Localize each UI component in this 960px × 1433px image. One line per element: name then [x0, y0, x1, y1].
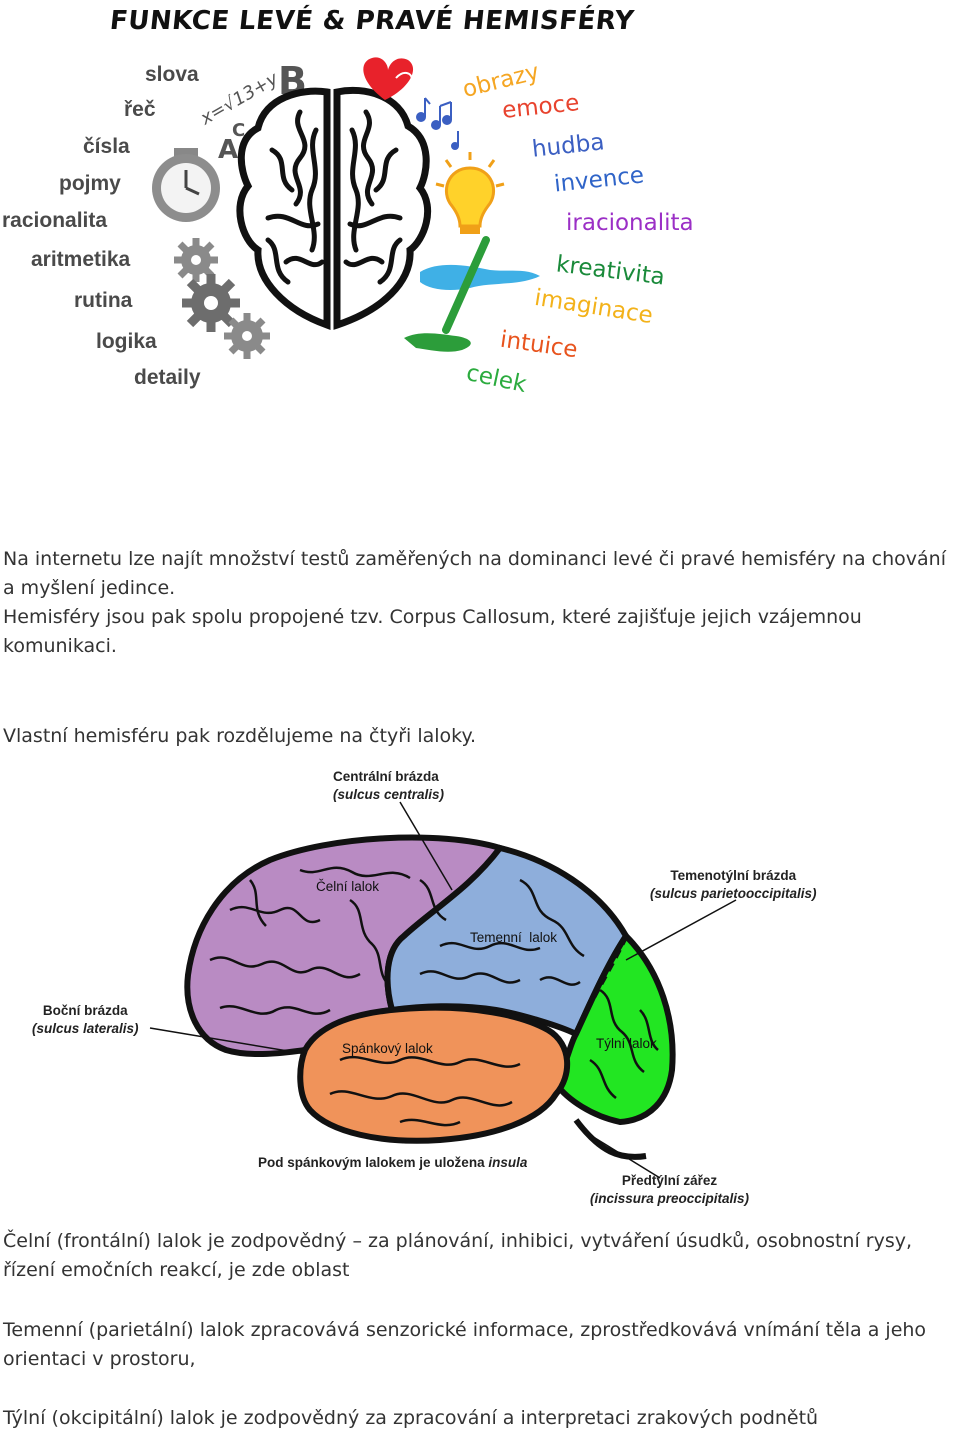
left-word-racionalita: racionalita [2, 209, 108, 232]
label-line: Předtýlní zářez [621, 1173, 718, 1188]
paintbrush-icon [404, 236, 540, 352]
right-word-iracionalita: iracionalita [566, 210, 694, 236]
parietal-lobe-description: Temenní (parietální) lalok zpracovává se… [3, 1316, 958, 1374]
left-word-pojmy: pojmy [59, 172, 121, 195]
left-word-slova: slova [145, 63, 199, 86]
occipital-lobe-description: Týlní (okcipitální) lalok je zodpovědný … [3, 1407, 819, 1429]
preoccipital-notch-label: Předtýlní zářez (incissura preoccipitali… [590, 1172, 749, 1208]
lightbulb-icon [435, 152, 505, 234]
label-latin: (sulcus lateralis) [32, 1021, 139, 1036]
left-word-logika: logika [96, 330, 157, 353]
text-line: Temenní (parietální) lalok zpracovává se… [3, 1319, 927, 1341]
occipital-lobe-label: Týlní lalok [596, 1036, 657, 1051]
text-line: Na internetu lze najít množství testů za… [3, 548, 946, 570]
brain-icon [236, 86, 432, 330]
left-word-cisla: čísla [83, 135, 130, 158]
text-line: orientaci v prostoru, [3, 1348, 196, 1370]
frontal-lobe-label: Čelní lalok [316, 879, 380, 894]
letter-a-doodle: A [218, 135, 238, 165]
label-line: Temenotýlní brázda [670, 868, 797, 883]
label-latin: (sulcus parietooccipitalis) [650, 886, 817, 901]
left-word-detaily: detaily [134, 366, 201, 389]
frontal-lobe-description: Čelní (frontální) lalok je zodpovědný – … [3, 1227, 958, 1285]
doodle-layer: x=√13+y A C B [152, 57, 540, 359]
gear-icon [224, 313, 270, 359]
text-line: řízení emočních reakcí, je zde oblast [3, 1259, 350, 1281]
occipital-lobe-region [552, 931, 676, 1126]
text-line: a myšlení jedince. [3, 577, 176, 599]
left-word-rutina: rutina [74, 289, 133, 312]
lobes-intro: Vlastní hemisféru pak rozdělujeme na čty… [3, 725, 477, 747]
insula-note: Pod spánkovým lalokem je uložena insula [258, 1154, 527, 1172]
temporal-lobe-label: Spánkový lalok [342, 1041, 433, 1056]
lateral-sulcus-label: Boční brázda (sulcus lateralis) [32, 1002, 139, 1038]
lobes-diagram [149, 801, 737, 1179]
heart-icon [363, 57, 414, 100]
parietal-lobe-label: Temenní lalok [470, 930, 558, 945]
label-line: Centrální brázda [333, 769, 439, 784]
parieto-sulcus-label: Temenotýlní brázda (sulcus parietooccipi… [650, 867, 817, 903]
label-line: Boční brázda [42, 1003, 128, 1018]
letter-c-doodle: C [232, 120, 245, 141]
left-word-aritmetika: aritmetika [31, 248, 131, 271]
label-latin: (incissura preoccipitalis) [590, 1191, 750, 1206]
intro-paragraph: Na internetu lze najít množství testů za… [3, 545, 958, 661]
gear-icon [182, 274, 240, 332]
insula-note-text: Pod spánkovým lalokem je uložena [258, 1155, 489, 1170]
text-line: Hemisféry jsou pak spolu propojené tzv. … [3, 606, 862, 628]
music-note-icon [416, 97, 459, 150]
clock-icon [152, 148, 220, 222]
left-word-rec: řeč [124, 98, 156, 121]
temporal-lobe-region [297, 1004, 571, 1144]
text-line: komunikaci. [3, 635, 117, 657]
central-sulcus-label: Centrální brázda (sulcus centralis) [333, 768, 444, 804]
insula-word: insula [488, 1155, 528, 1170]
label-latin: (sulcus centralis) [333, 787, 445, 802]
text-line: Čelní (frontální) lalok je zodpovědný – … [3, 1230, 913, 1252]
gear-icon [174, 238, 218, 282]
